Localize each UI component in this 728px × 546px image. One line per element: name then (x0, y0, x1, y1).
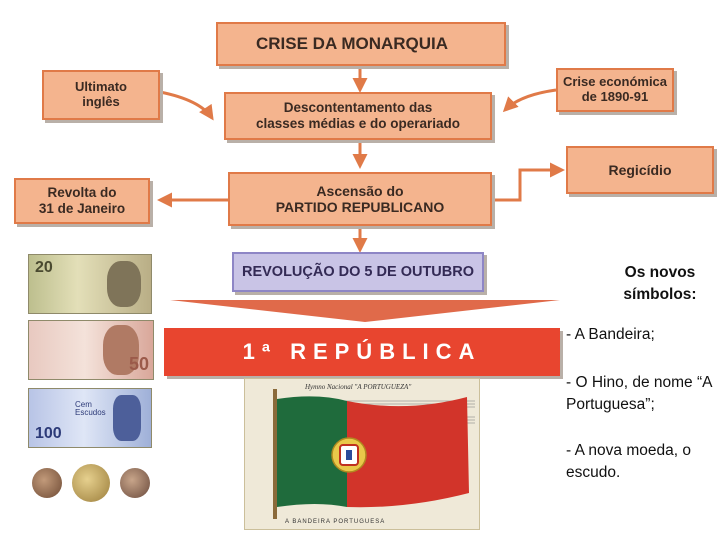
revolta-box: Revolta do 31 de Janeiro (14, 178, 150, 224)
coin-2 (72, 464, 110, 502)
regicidio-label: Regicídio (608, 161, 672, 178)
coin-1 (32, 468, 62, 498)
banknote-20-portrait (107, 261, 141, 307)
poster-footer: A BANDEIRA PORTUGUESA (285, 519, 386, 525)
crise-economica-label: Crise económica de 1890-91 (562, 74, 668, 104)
arrow-to-regicidio (494, 162, 565, 202)
regicidio-box: Regicídio (566, 146, 714, 194)
revolucao-label: REVOLUÇÃO DO 5 DE OUTUBRO (241, 263, 474, 280)
symbols-item-currency-text: - A nova moeda, o escudo. (566, 442, 691, 481)
revolucao-box: REVOLUÇÃO DO 5 DE OUTUBRO (232, 252, 484, 292)
ultimato-box: Ultimato inglês (42, 70, 160, 120)
banknote-50: 50 (28, 320, 154, 380)
symbols-item-flag-text: - A Bandeira; (566, 326, 655, 343)
descontentamento-label: Descontentamento das classes médias e do… (255, 100, 461, 131)
ascensao-label: Ascensão do PARTIDO REPUBLICANO (275, 182, 445, 215)
chevron-to-republica (170, 300, 560, 322)
flag-poster: Hymno Nacional "A PORTUGUEZA" A BANDEIRA… (244, 378, 480, 530)
poster-header: Hymno Nacional "A PORTUGUEZA" (305, 383, 412, 391)
symbols-item-anthem: - O Hino, de nome “A Portuguesa”; (566, 372, 726, 415)
flag-pole (273, 389, 277, 519)
ascensao-box: Ascensão do PARTIDO REPUBLICANO (228, 172, 492, 226)
ultimato-label: Ultimato inglês (75, 79, 127, 109)
crise-da-monarquia-label: CRISE DA MONARQUIA (256, 34, 449, 54)
symbols-title-line1: Os novos (624, 264, 696, 281)
arrow-ultimato (159, 90, 214, 121)
revolta-label: Revolta do 31 de Janeiro (38, 185, 126, 216)
crise-economica-box: Crise económica de 1890-91 (556, 68, 674, 112)
banknote-20-value: 20 (35, 259, 53, 276)
descontentamento-box: Descontentamento das classes médias e do… (224, 92, 492, 140)
coin-3 (120, 468, 150, 498)
banknote-100-label: Cem Escudos (75, 400, 106, 417)
banknote-20: 20 (28, 254, 152, 314)
symbols-item-anthem-text: - O Hino, de nome “A Portuguesa”; (566, 374, 712, 413)
banknote-100: Cem Escudos 100 (28, 388, 152, 448)
banknote-100-figure (113, 395, 141, 441)
symbols-title-line2: símbolos: (623, 285, 697, 303)
banknote-50-portrait (103, 325, 139, 375)
banknote-50-value: 50 (128, 354, 149, 374)
crise-da-monarquia-box: CRISE DA MONARQUIA (216, 22, 506, 66)
symbols-item-flag: - A Bandeira; (566, 324, 726, 346)
arrow-crise-economica (502, 88, 557, 113)
banknote-100-value: 100 (35, 425, 62, 442)
republica-label: 1ª REPÚBLICA (242, 339, 482, 365)
republica-banner: 1ª REPÚBLICA (164, 328, 560, 376)
symbols-title: Os novos símbolos: (600, 262, 720, 305)
symbols-item-currency: - A nova moeda, o escudo. (566, 440, 726, 483)
portuguese-flag (277, 396, 469, 508)
